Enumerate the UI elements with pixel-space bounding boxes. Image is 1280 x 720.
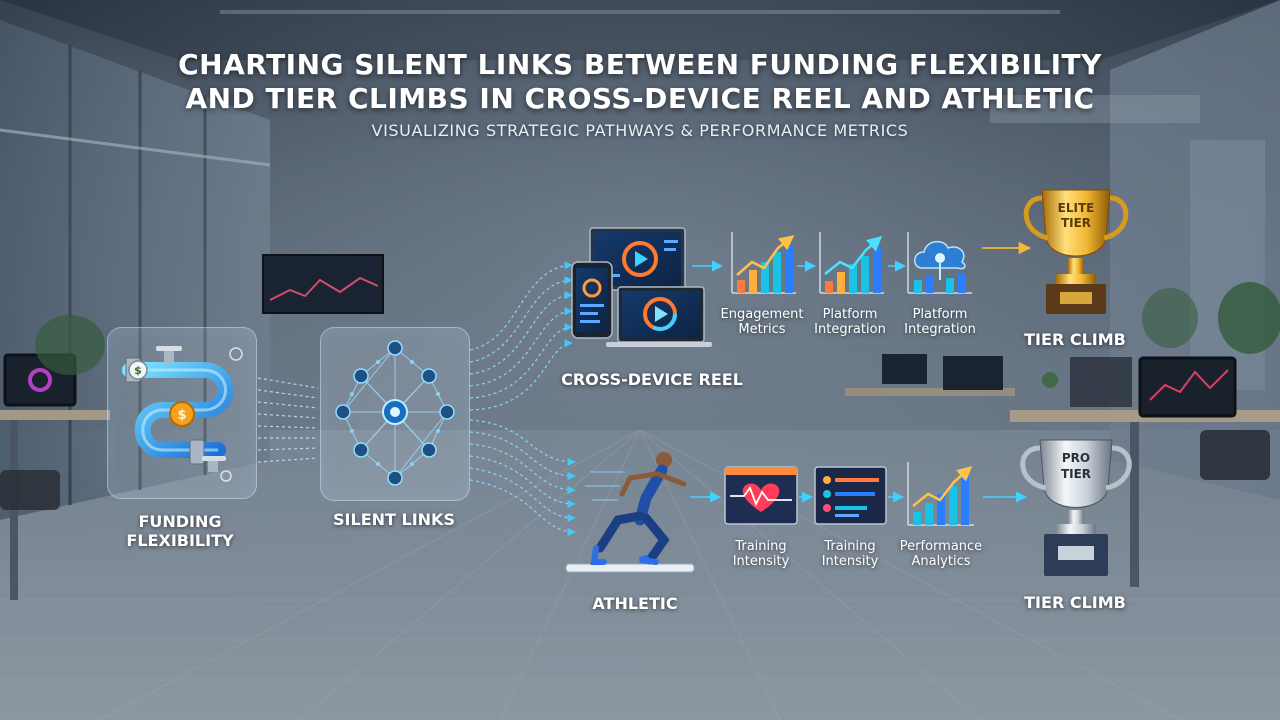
- bar-chart-icon: [819, 232, 884, 294]
- heart-monitor-icon: [724, 466, 798, 525]
- pipe-icon: $ $: [122, 346, 243, 482]
- bar-chart-icon: [907, 462, 974, 526]
- athletic-metric-1-line-2: Intensity: [732, 554, 790, 569]
- athletic-metric-3-line-2: Analytics: [911, 554, 971, 569]
- athletic-label: ATHLETIC: [592, 594, 678, 613]
- reel-metric-1-line-1: Engagement: [720, 307, 804, 322]
- subtitle: VISUALIZING STRATEGIC PATHWAYS & PERFORM…: [371, 121, 909, 140]
- cloud-icon: [907, 232, 972, 294]
- athletic-metric-3-line-1: Performance: [899, 539, 983, 554]
- title-line-1: CHARTING SILENT LINKS BETWEEN FUNDING FL…: [178, 48, 1102, 81]
- athletic-outcome-label: TIER CLIMB: [1024, 593, 1126, 612]
- athletic-metric-2-line-1: Training: [824, 539, 876, 554]
- silent-links-panel: [320, 327, 470, 501]
- svg-text:$: $: [134, 364, 142, 377]
- pro-tier-line-2: TIER: [1061, 467, 1091, 481]
- cross-device-reel-label: CROSS-DEVICE REEL: [561, 370, 743, 389]
- laptop-icon: [606, 286, 712, 347]
- reel-metric-2-line-2: Integration: [814, 322, 886, 337]
- reel-metric-3-line-2: Integration: [904, 322, 976, 337]
- reel-outcome-label: TIER CLIMB: [1024, 330, 1126, 349]
- svg-text:$: $: [177, 408, 186, 423]
- phone-icon: [571, 261, 613, 339]
- elite-tier-line-2: TIER: [1061, 216, 1091, 230]
- reel-metric-1-line-2: Metrics: [738, 322, 786, 337]
- play-icon: [655, 306, 668, 322]
- funding-label-line-1: FUNDING: [138, 512, 222, 531]
- reel-metric-2-line-1: Platform: [822, 307, 878, 322]
- funding-label-line-2: FLEXIBILITY: [126, 531, 234, 550]
- dashboard-icon: [814, 466, 887, 525]
- dollar-icon: [128, 360, 148, 380]
- elite-tier-line-1: ELITE: [1058, 201, 1095, 215]
- network-icon: [335, 340, 455, 486]
- silent-links-label: SILENT LINKS: [333, 510, 455, 529]
- bar-chart-icon: [731, 232, 796, 294]
- funding-flexibility-panel: $ $: [107, 327, 257, 499]
- athletic-metric-1-line-1: Training: [735, 539, 787, 554]
- reel-metric-3-line-1: Platform: [912, 307, 968, 322]
- title-line-2: AND TIER CLIMBS IN CROSS-DEVICE REEL AND…: [185, 82, 1095, 115]
- athletic-metric-2-line-2: Intensity: [821, 554, 879, 569]
- pro-tier-line-1: PRO: [1062, 451, 1090, 465]
